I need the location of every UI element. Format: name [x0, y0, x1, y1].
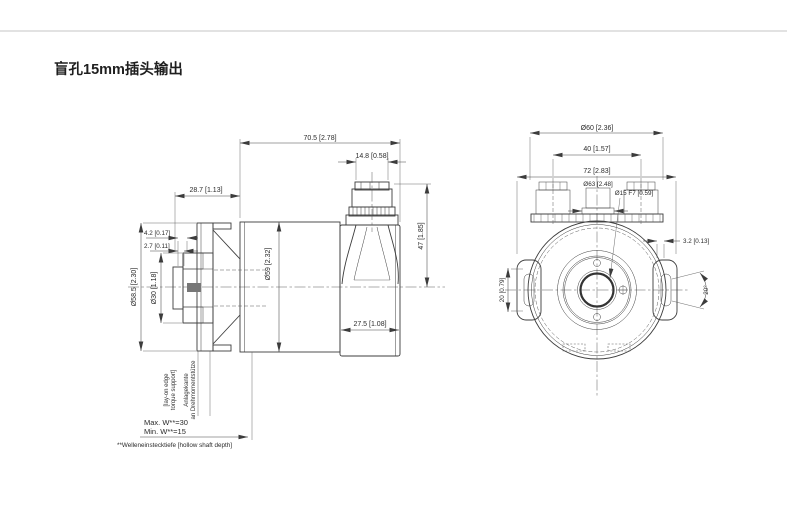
- center-plug-block: [585, 187, 611, 209]
- dim-overall-length: 70.5 [2.78]: [303, 135, 336, 142]
- bottom-connector-phantom-left: [562, 343, 586, 352]
- torque-note-leaders: [197, 351, 211, 416]
- hollow-shaft-bore: [579, 272, 615, 308]
- side-body-outline: [239, 221, 401, 357]
- side-hub: [172, 252, 214, 324]
- side-view: 70.5 [2.78] 14.8 [0.58] 28.7 [1.13] 47 […: [117, 135, 445, 449]
- dim-step-a: 4.2 [0.17]: [144, 230, 171, 237]
- note-depth-min: Min. W**=15: [144, 427, 186, 436]
- front-view: Ø60 [2.36] 40 [1.57] 72 [2.83] Ø63 [2.48…: [499, 125, 710, 397]
- side-notes: [lay-on edge torque support] Anlagekante…: [117, 360, 232, 449]
- page-title: 盲孔15mm插头输出: [54, 62, 183, 78]
- note-torque-en-2: torque support]: [171, 369, 177, 410]
- front-dimensions: Ø60 [2.36] 40 [1.57] 72 [2.83] Ø63 [2.48…: [499, 125, 710, 312]
- side-connector: [341, 172, 399, 285]
- dim-slot-height: 20 [0.79]: [499, 277, 506, 302]
- note-torque-en-1: [lay-on edge: [164, 373, 170, 407]
- dim-connector-width: 14.8 [0.58]: [355, 153, 388, 160]
- dim-connector-circle: Ø60 [2.36]: [581, 125, 614, 132]
- dim-height-center: 47 [1.85]: [418, 222, 425, 249]
- dim-body-diameter: Ø59 [2.32]: [265, 248, 272, 281]
- dim-overall-width: 72 [2.83]: [583, 168, 610, 175]
- dim-rear-length: 27.5 [1.08]: [353, 321, 386, 328]
- top-separator: [0, 30, 787, 32]
- note-torque-de-1: Anlagekante: [184, 373, 190, 407]
- front-body-circles: [527, 220, 667, 360]
- front-torque-ears: [516, 259, 678, 321]
- dim-flange-diameter: Ø58.5 [2.30]: [131, 268, 138, 307]
- side-dimensions: 70.5 [2.78] 14.8 [0.58] 28.7 [1.13] 47 […: [131, 135, 431, 352]
- front-connector-row: [530, 178, 664, 352]
- dim-tab-thickness: 3.2 [0.13]: [683, 238, 710, 245]
- dim-shaft-bore: Ø15 F7 [0.59]: [615, 190, 654, 197]
- dim-flange-length: 28.7 [1.13]: [189, 187, 222, 194]
- note-depth-footnote: **Welleneinstecktiefe [hollow shaft dept…: [117, 442, 232, 449]
- note-torque-de-2: an Drehmomentstütze: [191, 360, 197, 420]
- bottom-connector-phantom-right: [607, 343, 631, 352]
- dim-slot-angle: 20°: [702, 285, 710, 295]
- set-screw: [187, 283, 201, 292]
- top-screw: [593, 259, 601, 267]
- dim-step-b: 2.7 [0.11]: [144, 243, 170, 250]
- dim-body-diameter-front: Ø63 [2.48]: [583, 181, 613, 188]
- bottom-screw: [593, 313, 601, 321]
- dim-connector-spacing: 40 [1.57]: [583, 146, 610, 153]
- note-depth-max: Max. W**=30: [144, 418, 188, 427]
- dim-hub-diameter: Ø30 [1.18]: [151, 272, 158, 305]
